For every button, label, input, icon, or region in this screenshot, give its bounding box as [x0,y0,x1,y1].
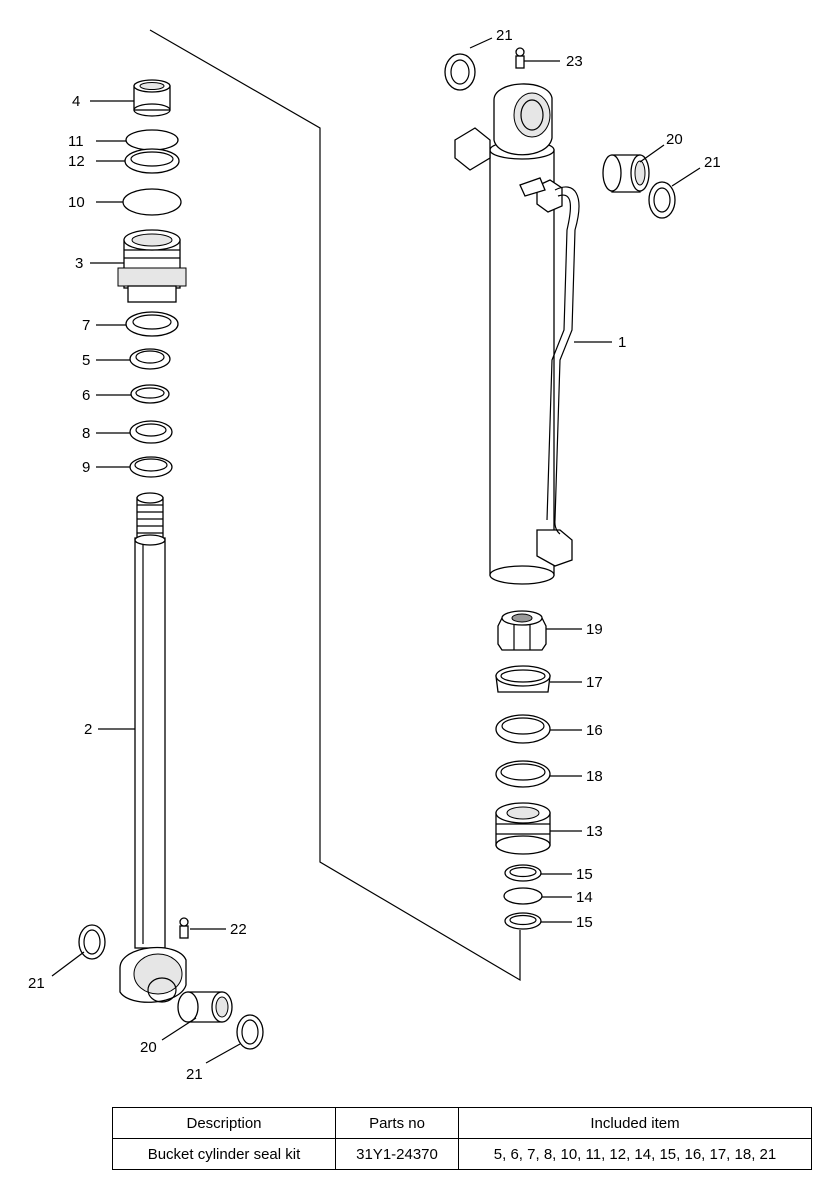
part-3-rod-cover-gland [117,229,187,303]
callout-11: 11 [68,133,84,150]
part-13-piston [495,802,551,855]
callout-20-right: 20 [666,131,683,148]
part-21-dust-seal-left-lower [236,1014,264,1050]
callout-4: 4 [72,93,80,110]
part-12-dust-wiper [124,148,180,174]
callout-20-left: 20 [140,1039,157,1056]
cell-included-item: 5, 6, 7, 8, 10, 11, 12, 14, 15, 16, 17, … [458,1138,812,1170]
part-16-piston-seal [495,714,551,744]
callout-14: 14 [576,889,593,906]
column-header-included-item: Included item [458,1107,812,1139]
part-21-dust-seal-left-upper [78,924,106,960]
exploded-parts-diagram: 4 11 12 10 3 7 5 6 8 9 2 21 20 21 22 1 2… [28,27,721,1083]
part-21-dust-seal-right-lower [648,181,676,219]
callout-18: 18 [586,768,603,785]
callout-15-upper: 15 [576,866,593,883]
callout-17: 17 [586,674,603,691]
seal-kit-table: Description Parts no Included item Bucke… [112,1107,812,1170]
callout-22: 22 [230,921,247,938]
part-9-snap-ring [129,456,173,478]
part-6-backup-ring [130,384,170,404]
leader-lines [51,37,701,1064]
callout-19: 19 [586,621,603,638]
part-8-u-packing [129,420,173,444]
part-10-o-ring [122,188,182,216]
part-18-dust-ring [495,760,551,788]
cell-description: Bucket cylinder seal kit [112,1138,336,1170]
part-4-bushing [133,79,171,117]
callout-3: 3 [75,255,83,272]
callout-23: 23 [566,53,583,70]
callout-1: 1 [618,334,626,351]
part-2-piston-rod [119,492,187,1003]
callout-6: 6 [82,387,90,404]
callout-16: 16 [586,722,603,739]
table-row: Bucket cylinder seal kit 31Y1-24370 5, 6… [112,1138,812,1170]
part-21-dust-seal-right-upper [444,53,476,91]
callout-21-right-upper: 21 [496,27,513,44]
callout-9: 9 [82,459,90,476]
callout-13: 13 [586,823,603,840]
cell-parts-no: 31Y1-24370 [335,1138,459,1170]
part-20-bushing-head [602,154,650,193]
part-23-grease-nipple [515,47,525,69]
column-header-description: Description [112,1107,336,1139]
part-19-lock-nut [497,610,547,651]
assembly-guide-line [149,29,521,982]
callout-5: 5 [82,352,90,369]
callout-21-left-upper: 21 [28,975,45,992]
part-15-backup-ring-upper [504,864,542,882]
part-20-bushing-rod-eye [177,991,233,1023]
part-1-cylinder-tube [454,83,580,585]
part-22-grease-nipple [179,917,189,939]
callout-8: 8 [82,425,90,442]
part-14-o-ring [503,887,543,905]
callout-15-lower: 15 [576,914,593,931]
part-5-rod-seal [129,348,171,370]
callout-12: 12 [68,153,85,170]
part-11-backup-ring [125,129,179,151]
part-15-backup-ring-lower [504,912,542,930]
part-17-wear-ring [495,665,551,693]
table-header-row: Description Parts no Included item [112,1107,812,1139]
callout-21-left-lower: 21 [186,1066,203,1083]
callout-7: 7 [82,317,90,334]
callout-10: 10 [68,194,85,211]
callout-21-right-lower: 21 [704,154,721,171]
part-7-buffer-ring [125,311,179,337]
column-header-parts-no: Parts no [335,1107,459,1139]
callout-2: 2 [84,721,92,738]
